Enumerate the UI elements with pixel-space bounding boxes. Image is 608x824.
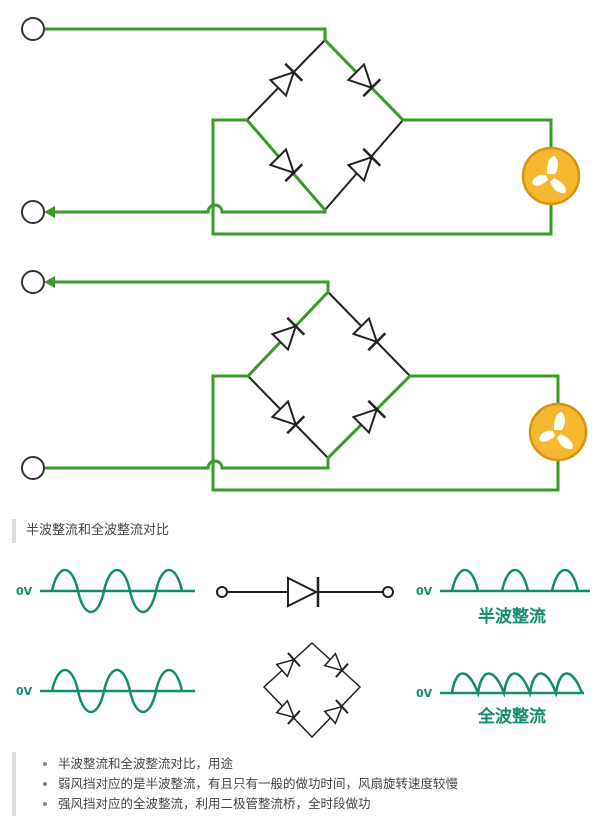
waveform-comparison: 0V 0V 0V 0V 半波整流 bbox=[16, 569, 590, 739]
zero-label: 0V bbox=[416, 585, 433, 598]
input-terminal bbox=[21, 456, 45, 480]
circuit-bottom bbox=[21, 270, 588, 492]
diode-icon bbox=[351, 399, 387, 435]
zero-label: 0V bbox=[416, 687, 433, 700]
diode-icon bbox=[270, 399, 306, 435]
list-item: 半波整流和全波整流对比，用途 bbox=[58, 754, 596, 774]
arrow-icon bbox=[44, 276, 55, 288]
bridge-symbol bbox=[262, 641, 362, 739]
diode-icon bbox=[270, 316, 306, 352]
input-terminal bbox=[21, 270, 45, 294]
notes: 半波整流和全波整流对比，用途 弱风挡对应的是半波整流，有且只有一般的做功时间，风… bbox=[12, 752, 596, 816]
wire-inactive bbox=[246, 39, 404, 211]
input-terminal bbox=[21, 200, 45, 224]
sine-wave bbox=[50, 669, 184, 713]
diode-icon bbox=[268, 62, 304, 98]
wire-inactive bbox=[247, 291, 411, 459]
input-terminal bbox=[21, 17, 45, 41]
arrow-icon bbox=[44, 206, 55, 218]
circuit-top bbox=[21, 17, 581, 236]
diode-icon bbox=[346, 62, 382, 98]
bridge-rectifier-circuits bbox=[21, 17, 588, 492]
fan-icon bbox=[528, 402, 588, 462]
full-wave bbox=[450, 672, 584, 698]
current-path bbox=[45, 280, 560, 492]
list-item: 弱风挡对应的是半波整流，有且只有一般的做功时间，风扇旋转速度较慢 bbox=[58, 774, 596, 794]
full-wave-label: 全波整流 bbox=[477, 706, 546, 727]
diode-icon bbox=[346, 147, 382, 183]
current-path bbox=[45, 27, 553, 236]
half-wave-label: 半波整流 bbox=[478, 606, 546, 627]
zero-label: 0V bbox=[16, 685, 33, 698]
fan-icon bbox=[521, 146, 581, 206]
diode-symbol bbox=[216, 576, 394, 608]
zero-label: 0V bbox=[16, 585, 33, 598]
list-item: 强风挡对应的全波整流，利用二极管整流桥，全时段做功 bbox=[58, 794, 596, 814]
diode-icon bbox=[268, 147, 304, 183]
half-wave bbox=[450, 569, 580, 592]
diode-icon bbox=[351, 316, 387, 352]
sine-wave bbox=[50, 569, 184, 613]
caption: 半波整流和全波整流对比 bbox=[12, 519, 169, 543]
